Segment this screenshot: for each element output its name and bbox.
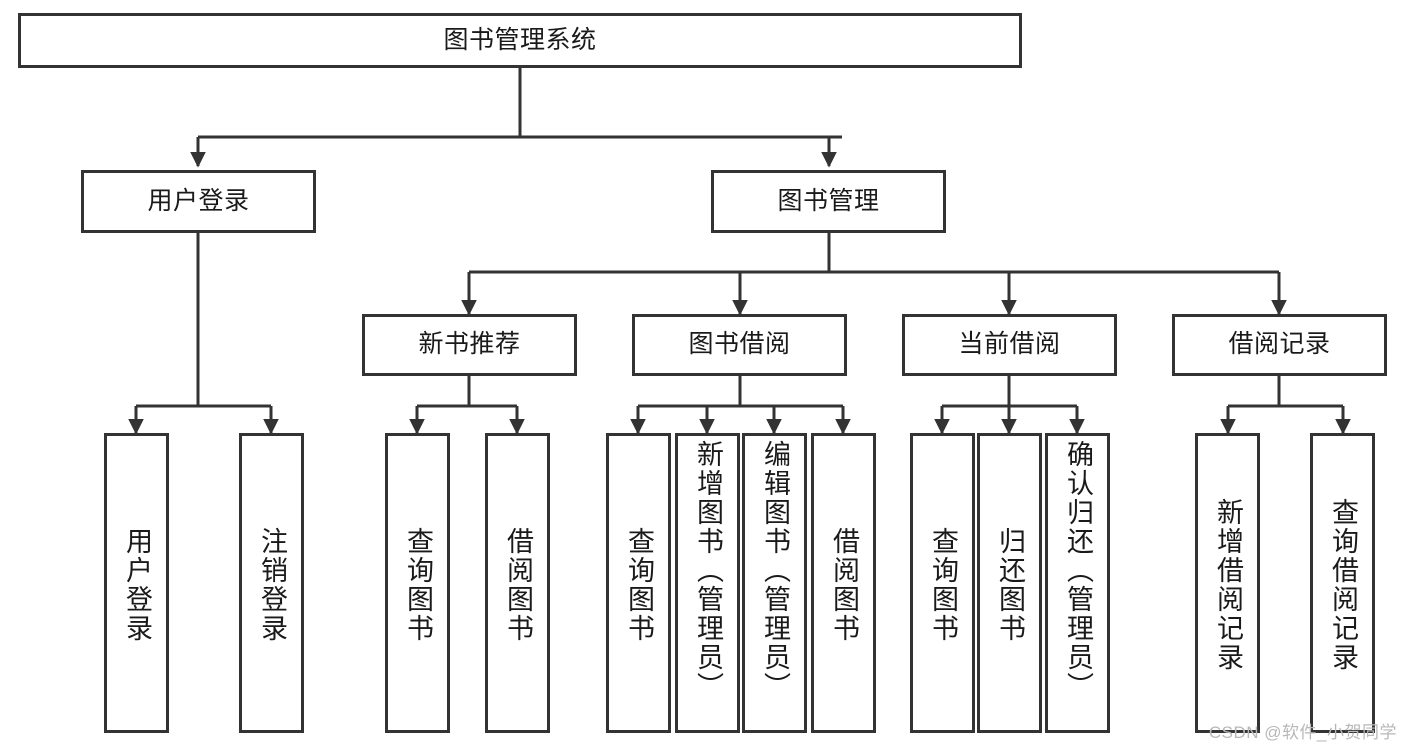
node-root-book-management-system[interactable]: 图书管理系统 <box>18 13 1022 68</box>
leaf-current-borrow-query-book[interactable]: 查询图书 <box>910 433 975 733</box>
leaf-new-book-query-book[interactable]: 查询图书 <box>385 433 450 733</box>
node-book-management[interactable]: 图书管理 <box>711 170 946 233</box>
leaf-user-login-signin[interactable]: 用户登录 <box>104 433 169 733</box>
node-label: 查询图书 <box>624 527 654 643</box>
leaf-current-borrow-confirm-return-admin[interactable]: 确认归还（管理员） <box>1045 433 1110 733</box>
node-label: 图书借阅 <box>688 330 791 359</box>
node-label: 查询图书 <box>403 527 433 643</box>
leaf-book-borrow-query-book[interactable]: 查询图书 <box>606 433 671 733</box>
node-label: 查询图书 <box>928 527 958 643</box>
leaf-book-borrow-borrow-book[interactable]: 借阅图书 <box>811 433 876 733</box>
node-user-login[interactable]: 用户登录 <box>81 170 316 233</box>
node-current-borrow[interactable]: 当前借阅 <box>902 314 1117 376</box>
node-label: 图书管理系统 <box>443 25 597 54</box>
leaf-borrow-record-add-record[interactable]: 新增借阅记录 <box>1195 433 1260 733</box>
node-label: 借阅图书 <box>503 527 533 643</box>
node-label: 用户登录 <box>122 527 152 643</box>
leaf-new-book-borrow-book[interactable]: 借阅图书 <box>485 433 550 733</box>
node-label: 查询借阅记录 <box>1328 498 1358 672</box>
node-label: 归还图书 <box>995 527 1025 643</box>
leaf-book-borrow-add-book-admin[interactable]: 新增图书（管理员） <box>675 433 740 733</box>
node-label: 注销登录 <box>257 527 287 643</box>
node-label: 用户登录 <box>147 186 250 215</box>
leaf-book-borrow-edit-book-admin[interactable]: 编辑图书（管理员） <box>742 433 807 733</box>
node-label: 新增借阅记录 <box>1213 498 1243 672</box>
node-label: 新书推荐 <box>418 330 521 359</box>
node-book-borrow[interactable]: 图书借阅 <box>632 314 847 376</box>
csdn-watermark: CSDN @软件_小贺同学 <box>1208 723 1397 742</box>
node-label: 确认归还（管理员） <box>1063 440 1093 701</box>
node-label: 借阅图书 <box>829 527 859 643</box>
node-new-book-recommend[interactable]: 新书推荐 <box>362 314 577 376</box>
node-label: 图书管理 <box>777 186 880 215</box>
leaf-user-login-signout[interactable]: 注销登录 <box>239 433 304 733</box>
leaf-borrow-record-query-record[interactable]: 查询借阅记录 <box>1310 433 1375 733</box>
node-label: 当前借阅 <box>958 330 1061 359</box>
node-borrow-record[interactable]: 借阅记录 <box>1172 314 1387 376</box>
leaf-current-borrow-return-book[interactable]: 归还图书 <box>977 433 1042 733</box>
node-label: 借阅记录 <box>1228 330 1331 359</box>
node-label: 新增图书（管理员） <box>693 440 723 701</box>
node-label: 编辑图书（管理员） <box>760 440 790 701</box>
